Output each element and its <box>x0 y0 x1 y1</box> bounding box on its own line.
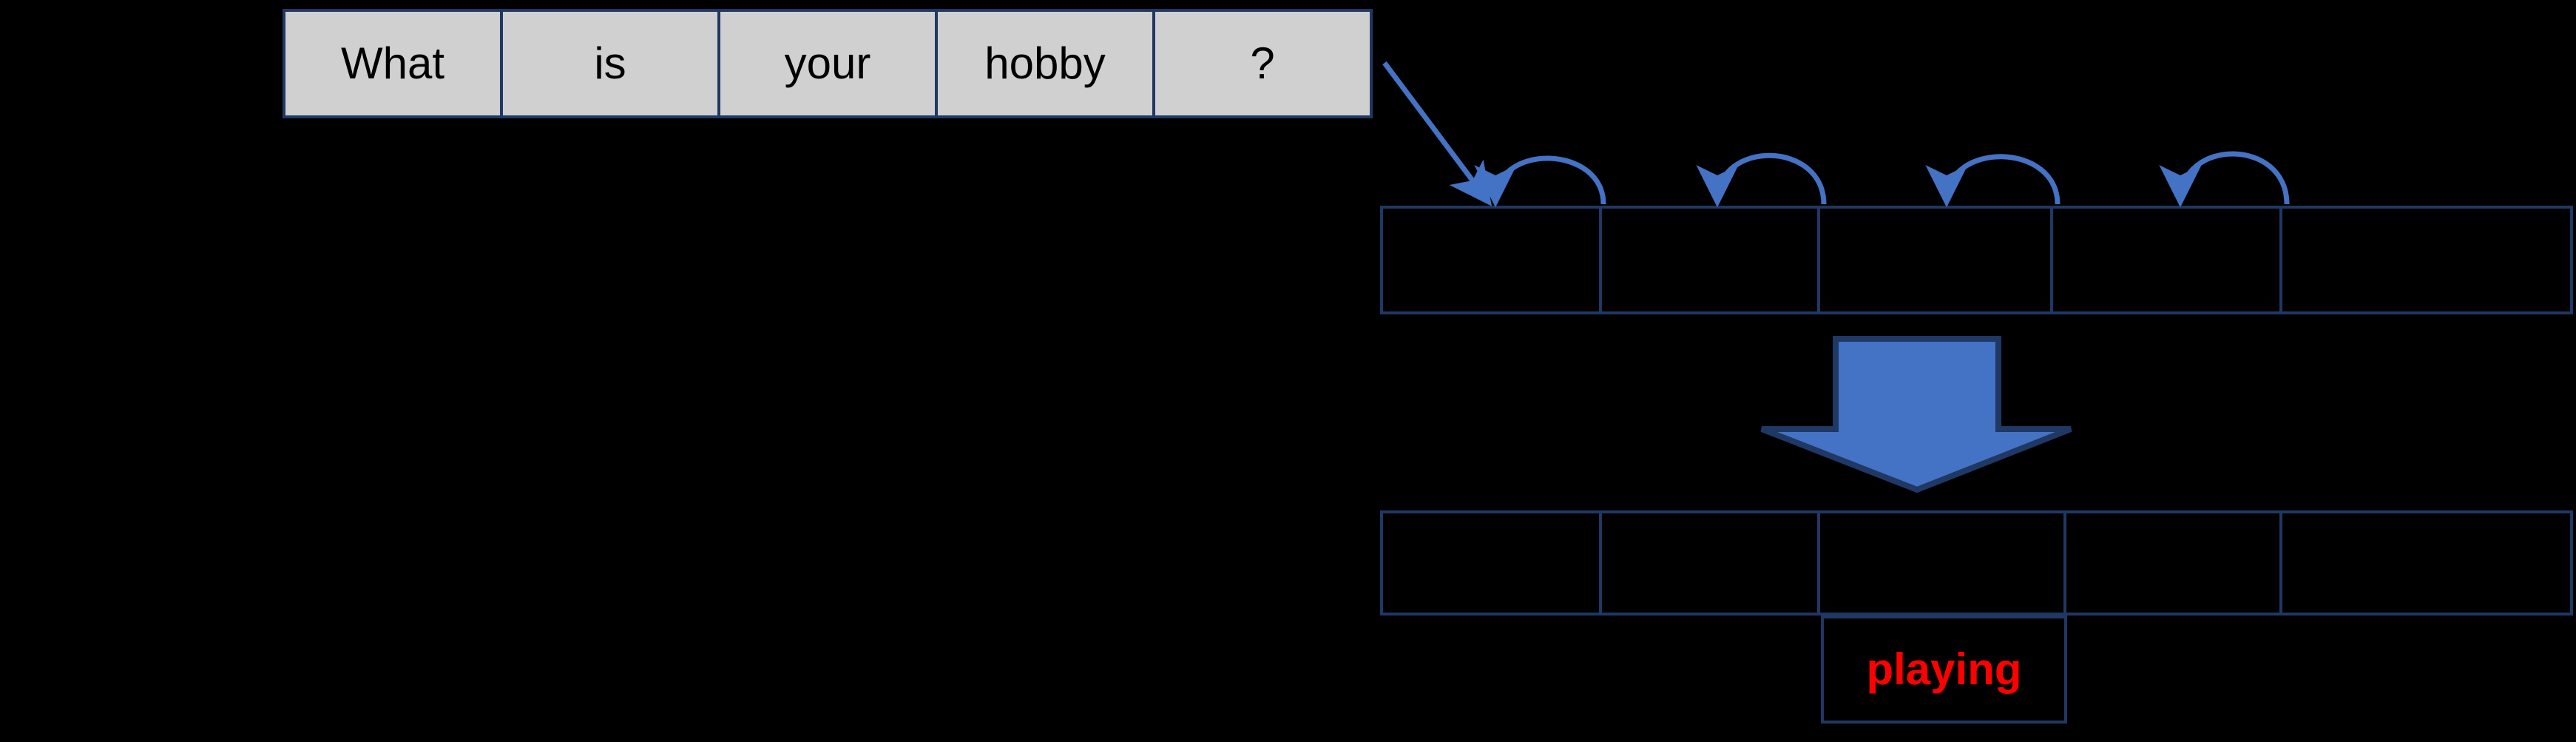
source-to-encoder-line <box>1382 61 1492 206</box>
encoder-state-cell[interactable] <box>2050 206 2282 314</box>
encoder-hop-arc-3 <box>1925 154 2061 208</box>
decoder-state-cell[interactable] <box>2063 510 2282 615</box>
encoder-state-row <box>1380 206 2573 314</box>
input-sentence-row: What is your hobby ? <box>283 9 1373 118</box>
decoder-state-cell[interactable] <box>1817 510 2066 615</box>
input-token-cell[interactable]: hobby <box>935 9 1155 118</box>
encoder-hop-arc-1 <box>1474 155 1606 208</box>
input-token-cell[interactable]: is <box>500 9 720 118</box>
decoder-state-cell[interactable] <box>1380 510 1602 615</box>
encoder-to-decoder-block-arrow <box>1760 336 2072 493</box>
input-token-cell[interactable]: your <box>717 9 938 118</box>
decoder-state-cell[interactable] <box>2279 510 2573 615</box>
decoder-state-row <box>1380 510 2573 615</box>
encoder-state-cell[interactable] <box>1599 206 1820 314</box>
encoder-hop-arc-2 <box>1696 152 1827 208</box>
encoder-state-cell[interactable] <box>1380 206 1602 314</box>
predicted-word-cell[interactable]: playing <box>1821 615 2067 724</box>
input-token-cell[interactable]: What <box>283 9 503 118</box>
encoder-state-cell[interactable] <box>2279 206 2573 314</box>
input-token-cell[interactable]: ? <box>1152 9 1373 118</box>
decoder-state-cell[interactable] <box>1599 510 1820 615</box>
encoder-state-cell[interactable] <box>1817 206 2053 314</box>
encoder-hop-arc-4 <box>2159 151 2290 208</box>
